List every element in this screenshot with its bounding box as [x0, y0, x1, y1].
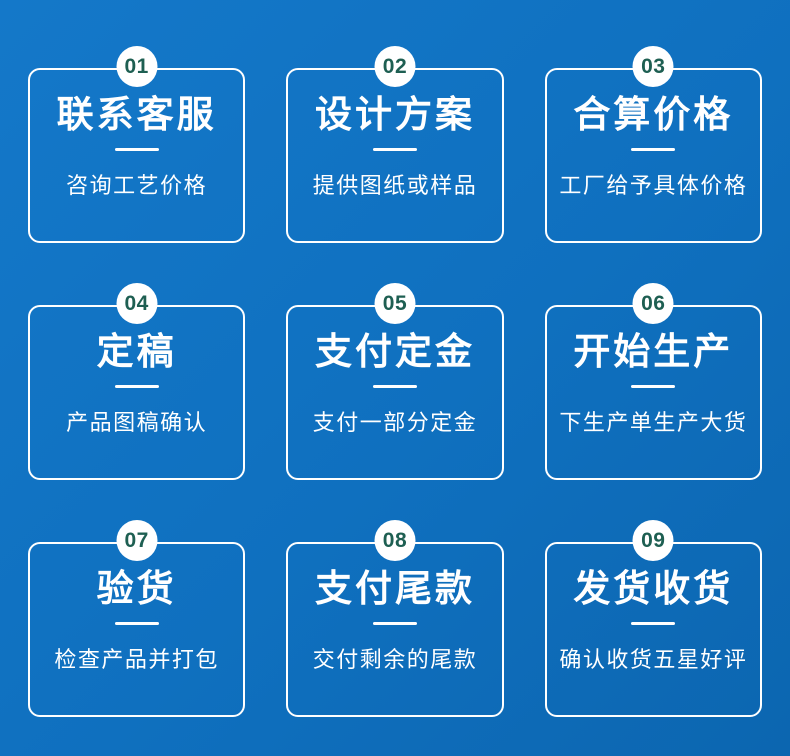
- step-subtitle: 咨询工艺价格: [66, 173, 208, 198]
- title-divider: [372, 385, 417, 388]
- title-divider: [114, 148, 159, 151]
- step-number: 01: [124, 54, 149, 78]
- step-title: 验货: [96, 568, 177, 609]
- step-number-badge: 07: [116, 520, 158, 561]
- step-title: 支付定金: [314, 331, 475, 372]
- step-subtitle: 产品图稿确认: [66, 410, 208, 435]
- process-step-card-8: 08 支付尾款 交付剩余的尾款: [286, 520, 504, 717]
- step-number: 02: [382, 54, 408, 78]
- step-number-badge: 06: [632, 283, 674, 324]
- step-number-badge: 09: [632, 520, 674, 561]
- step-number: 05: [382, 291, 408, 315]
- title-divider: [372, 622, 417, 625]
- step-number-badge: 02: [374, 46, 416, 87]
- step-number: 07: [124, 528, 149, 552]
- process-step-card-6: 06 开始生产 下生产单生产大货: [544, 283, 762, 480]
- process-step-card-3: 03 合算价格 工厂给予具体价格: [544, 46, 762, 243]
- process-step-card-4: 04 定稿 产品图稿确认: [28, 283, 246, 480]
- step-title: 支付尾款: [314, 568, 475, 609]
- step-number-badge: 04: [116, 283, 158, 324]
- step-number: 04: [124, 291, 149, 315]
- step-number: 03: [641, 54, 666, 78]
- step-title: 设计方案: [314, 94, 475, 135]
- step-subtitle: 检查产品并打包: [54, 647, 219, 672]
- step-title: 开始生产: [573, 331, 734, 372]
- step-number: 08: [382, 528, 408, 552]
- step-title: 合算价格: [573, 94, 734, 135]
- step-number-badge: 08: [374, 520, 416, 561]
- step-title: 定稿: [96, 331, 177, 372]
- title-divider: [631, 385, 676, 388]
- title-divider: [114, 622, 159, 625]
- process-step-card-5: 05 支付定金 支付一部分定金: [286, 283, 504, 480]
- step-subtitle: 提供图纸或样品: [312, 173, 478, 198]
- process-steps-grid: 01 联系客服 咨询工艺价格 02 设计方案 提供图纸或样品 03 合算价格 工…: [28, 46, 762, 717]
- step-number: 09: [641, 528, 666, 552]
- step-subtitle: 工厂给予具体价格: [559, 173, 748, 198]
- step-subtitle: 支付一部分定金: [312, 410, 478, 435]
- step-number-badge: 05: [374, 283, 416, 324]
- step-number: 06: [641, 291, 666, 315]
- process-step-card-2: 02 设计方案 提供图纸或样品: [286, 46, 504, 243]
- title-divider: [631, 148, 676, 151]
- process-step-card-9: 09 发货收货 确认收货五星好评: [544, 520, 762, 717]
- title-divider: [114, 385, 159, 388]
- step-subtitle: 下生产单生产大货: [559, 410, 748, 435]
- step-number-badge: 01: [116, 46, 158, 87]
- step-number-badge: 03: [632, 46, 674, 87]
- step-title: 联系客服: [56, 94, 217, 135]
- process-step-card-1: 01 联系客服 咨询工艺价格: [28, 46, 246, 243]
- step-subtitle: 交付剩余的尾款: [312, 647, 478, 672]
- title-divider: [631, 622, 676, 625]
- step-subtitle: 确认收货五星好评: [559, 647, 748, 672]
- process-step-card-7: 07 验货 检查产品并打包: [28, 520, 246, 717]
- title-divider: [372, 148, 417, 151]
- step-title: 发货收货: [573, 568, 734, 609]
